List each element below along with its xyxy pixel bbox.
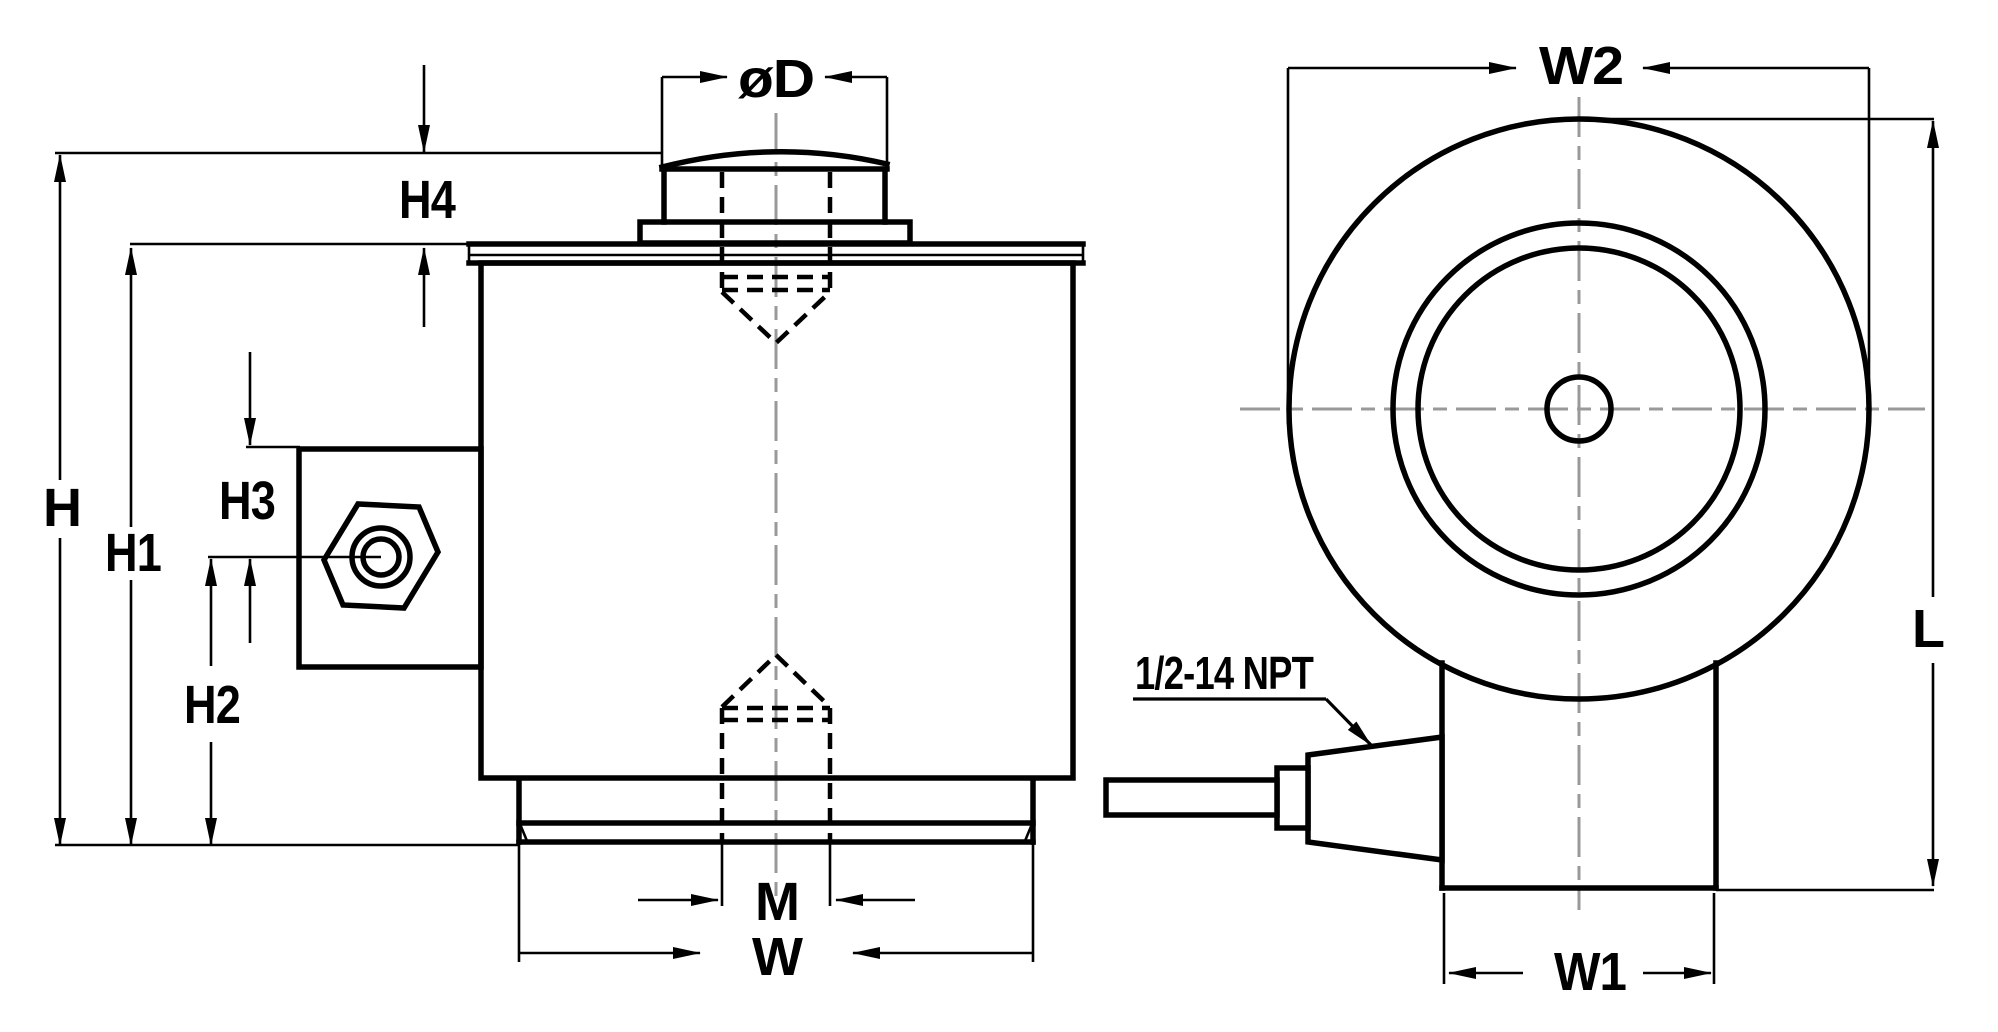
- dim-l: L: [1912, 120, 1945, 887]
- dim-h4: H4: [399, 65, 457, 327]
- housing-circle: [1286, 116, 1872, 702]
- conduit-callout: 1/2-14 NPT: [1133, 647, 1373, 747]
- dim-w: W: [519, 927, 1033, 987]
- dim-h3: H3: [219, 352, 276, 643]
- dim-diameter: øD: [662, 49, 887, 109]
- leader-arrow: [1324, 697, 1373, 747]
- dim-label-h: H: [43, 478, 81, 538]
- dim-label-m: M: [755, 872, 799, 932]
- side-view: H H1 H2 H3 H4 øD: [43, 49, 1086, 987]
- junction-box: [296, 446, 484, 670]
- dim-m: M: [638, 872, 915, 932]
- dim-label-w: W: [752, 927, 803, 987]
- dim-label-h2: H2: [184, 675, 240, 735]
- dim-label-l: L: [1912, 599, 1944, 659]
- dim-h: H: [43, 154, 82, 846]
- conduit-thread-label: 1/2-14 NPT: [1135, 647, 1314, 699]
- hidden-thread-top: [719, 172, 833, 347]
- dim-h1: H1: [105, 247, 162, 846]
- center-hole: [1544, 374, 1614, 444]
- base-ring: [516, 777, 1036, 845]
- dim-label-diameter: øD: [738, 49, 814, 109]
- load-button: [637, 149, 913, 246]
- end-view: W2 L W1: [1103, 36, 1945, 1002]
- end-extension-lines: [1286, 68, 1934, 984]
- cable: [1103, 777, 1280, 818]
- dim-label-w1: W1: [1554, 942, 1626, 1002]
- conduit-fitting: [1274, 733, 1445, 864]
- dim-label-h1: H1: [105, 523, 161, 583]
- mounting-rings: [1390, 220, 1768, 598]
- dim-label-h4: H4: [399, 170, 456, 230]
- cable-gland-hex: [320, 501, 442, 611]
- dim-label-h3: H3: [219, 471, 275, 531]
- dim-w1: W1: [1448, 942, 1712, 1002]
- dim-label-w2: W2: [1539, 36, 1623, 96]
- dim-w2: W2: [1288, 36, 1869, 96]
- dim-h2: H2: [184, 558, 241, 846]
